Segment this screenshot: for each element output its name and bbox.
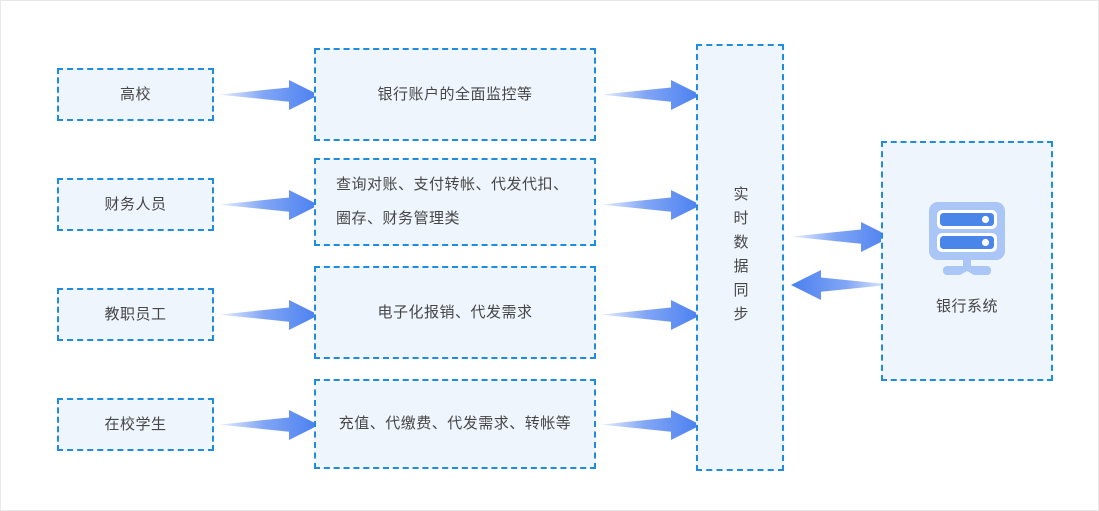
service-node-2[interactable]: 查询对账、支付转帐、代发代扣、 圈存、财务管理类 [314,158,596,246]
sync-column-node[interactable]: 实时数据同步 [696,44,784,471]
sync-column-label: 实时数据同步 [731,185,749,330]
service-node-4[interactable]: 充值、代缴费、代发需求、转帐等 [314,379,596,469]
service-node-3[interactable]: 电子化报销、代发需求 [314,266,596,359]
arrow-service1-sync [601,80,701,110]
service-label-4: 充值、代缴费、代发需求、转帐等 [338,415,572,432]
arrow-service3-sync [601,300,701,330]
actor-label-1: 高校 [119,85,151,103]
arrow-actor4-service4 [219,410,319,440]
service-label-2: 查询对账、支付转帐、代发代扣、 圈存、财务管理类 [316,168,594,236]
actor-label-4: 在校学生 [104,415,167,433]
actor-label-2: 财务人员 [104,195,167,213]
arrow-service4-sync [601,410,701,440]
arrow-actor3-service3 [219,300,319,330]
service-label-1: 银行账户的全面监控等 [377,85,533,103]
actor-label-3: 教职员工 [104,305,167,323]
bank-system-label: 银行系统 [935,298,998,315]
actor-node-1[interactable]: 高校 [57,68,214,121]
arrow-service2-sync [601,190,701,220]
server-icon [929,202,1005,275]
actor-node-3[interactable]: 教职员工 [57,288,214,341]
service-label-2-line1: 查询对账、支付转帐、代发代扣、 [336,176,569,193]
arrow-actor1-service1 [219,80,319,110]
arrow-actor2-service2 [219,190,319,220]
bank-system-node[interactable]: 银行系统 [881,141,1053,381]
arrow-sync-bank [791,222,891,252]
arrow-bank-sync [791,270,891,300]
actor-node-4[interactable]: 在校学生 [57,398,214,451]
service-node-1[interactable]: 银行账户的全面监控等 [314,48,596,141]
actor-node-2[interactable]: 财务人员 [57,178,214,231]
service-label-2-line2: 圈存、财务管理类 [336,210,461,227]
service-label-3: 电子化报销、代发需求 [377,303,533,321]
